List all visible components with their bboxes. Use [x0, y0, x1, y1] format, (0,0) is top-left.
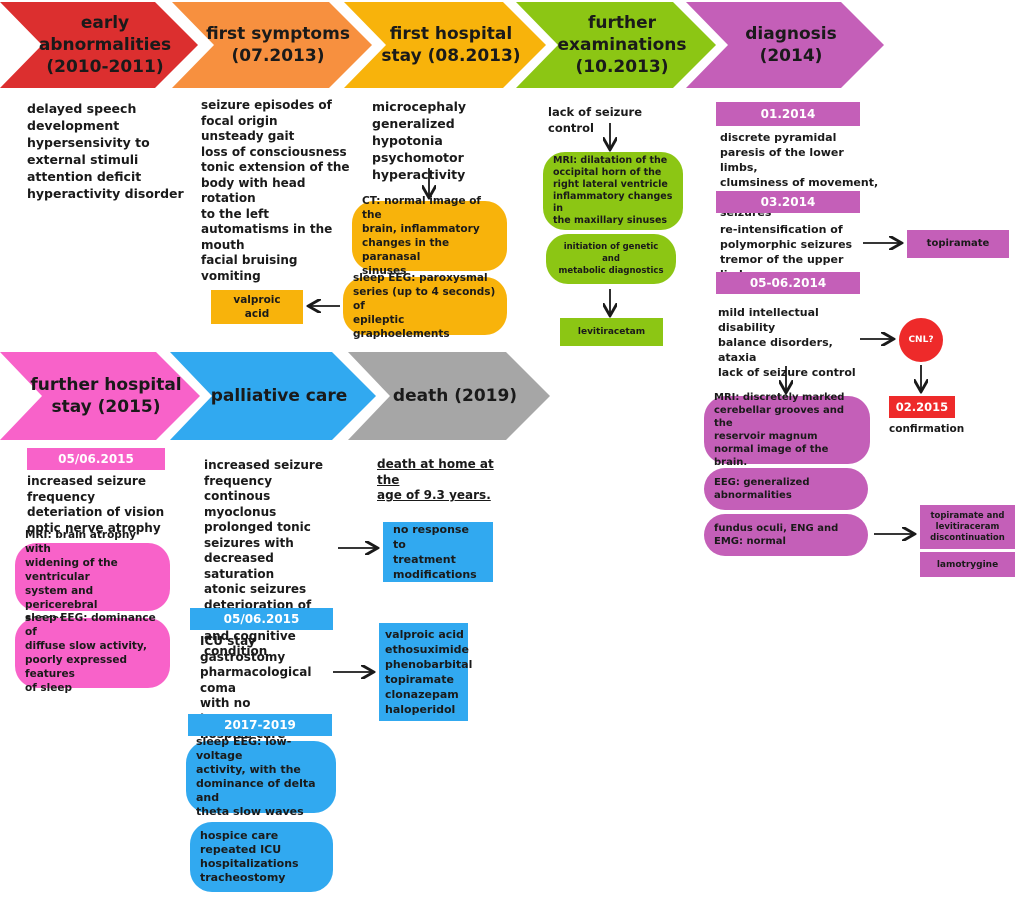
drug-list-box: valproic acid ethosuximide phenobarbital…	[379, 623, 472, 721]
fundus-eng-emg-box: fundus oculi, ENG and EMG: normal	[704, 514, 868, 556]
stage-label: first hospital stay (08.2013)	[381, 24, 521, 66]
stage-label: further hospital stay (2015)	[30, 375, 182, 417]
stage-label: diagnosis (2014)	[745, 24, 837, 66]
chevron-shape	[516, 2, 716, 88]
diagnosis-mri-box: MRI: discretely marked cerebellar groove…	[704, 392, 870, 468]
further-hospital-text: increased seizure frequency deteriation …	[27, 474, 165, 535]
chevron-shape	[686, 2, 884, 88]
hospice-care-box: hospice care repeated ICU hospitalizatio…	[190, 822, 333, 892]
stage-further-examinations: further examinations (10.2013)	[516, 2, 716, 88]
date-header-palliative-05-06-2015: 05/06.2015	[190, 608, 333, 630]
chevron-shape	[348, 352, 550, 440]
date-header-2017-2019: 2017-2019	[188, 714, 332, 736]
confirmation-label: confirmation	[889, 423, 965, 435]
date-header-02-2015: 02.2015	[889, 396, 955, 418]
first-hospital-text: microcephaly generalized hypotonia psych…	[372, 99, 467, 182]
stage-early-abnormalities: early abnormalities (2010-2011)	[0, 2, 198, 88]
date-header-03-2014: 03.2014	[716, 191, 860, 213]
stage-label: further examinations (10.2013)	[557, 13, 687, 77]
further-hospital-eeg-box: sleep EEG: dominance of diffuse slow act…	[15, 612, 170, 694]
further-exam-text: lack of seizure control	[548, 105, 643, 135]
stage-diagnosis: diagnosis (2014)	[686, 2, 884, 88]
valproic-acid-box: valproic acid	[211, 290, 303, 324]
stage-label: early abnormalities (2010-2011)	[38, 13, 172, 77]
chevron-shape	[170, 352, 376, 440]
stage-label: death (2019)	[392, 386, 518, 406]
stage-first-symptoms: first symptoms (07.2013)	[172, 2, 372, 88]
topiramate-levitiraceram-discontinuation-box: topiramate and levitiraceram discontinua…	[920, 505, 1015, 549]
date-header-05-06-2015: 05/06.2015	[27, 448, 165, 470]
topiramate-box: topiramate	[907, 230, 1009, 258]
diagnosis-eeg-box: EEG: generalized abnormalities	[704, 468, 868, 510]
death-text: death at home at the age of 9.3 years.	[377, 457, 494, 502]
stage-label: first symptoms (07.2013)	[206, 24, 350, 66]
early-abnormalities-text: delayed speech development hypersensivit…	[27, 101, 184, 201]
ct-result-box: CT: normal image of the brain, inflammat…	[352, 195, 507, 277]
palliative-eeg-box: sleep EEG: low-voltage activity, with th…	[186, 735, 336, 818]
cnl-suspicion-circle: CNL?	[899, 318, 943, 362]
mri-result-box: MRI: dilatation of the occipital horn of…	[543, 152, 683, 230]
stage-further-hospital-stay: further hospital stay (2015)	[0, 352, 200, 440]
chevron-shape	[0, 2, 198, 88]
date-header-05-06-2014: 05-06.2014	[716, 272, 860, 294]
chevron-shape	[172, 2, 372, 88]
levitiracetam-box: levitiracetam	[560, 318, 663, 346]
stage-first-hospital-stay: first hospital stay (08.2013)	[344, 2, 546, 88]
date-header-01-2014: 01.2014	[716, 102, 860, 126]
genetic-diagnostics-box: initiation of genetic and metabolic diag…	[546, 234, 676, 284]
stage-label: palliative care	[210, 386, 348, 406]
lamotrygine-box: lamotrygine	[920, 552, 1015, 577]
stage-palliative-care: palliative care	[170, 352, 376, 440]
chevron-shape	[0, 352, 200, 440]
no-response-box: no response to treatment modifications	[383, 522, 493, 582]
stage-death: death (2019)	[348, 352, 550, 440]
first-symptoms-text: seizure episodes of focal origin unstead…	[201, 98, 350, 283]
chevron-shape	[344, 2, 546, 88]
